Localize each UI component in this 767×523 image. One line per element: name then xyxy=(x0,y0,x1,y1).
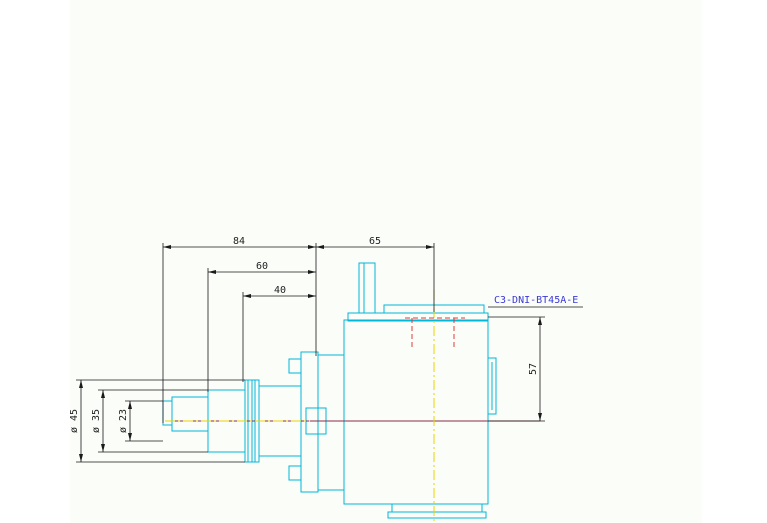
bolt-top xyxy=(288,358,302,374)
dim-d45-label: ø 45 xyxy=(70,409,80,433)
bolt-bottom xyxy=(288,465,302,481)
dim-57-label: 57 xyxy=(528,363,539,375)
mount-plate xyxy=(300,351,319,493)
part-number-label: C3-DNI-BT45A-E xyxy=(494,295,578,306)
dim-60-label: 60 xyxy=(256,261,268,272)
top-bracket xyxy=(358,262,376,314)
hidden-lines xyxy=(405,317,465,350)
housing-step xyxy=(317,354,345,491)
dim-40-label: 40 xyxy=(274,285,286,296)
dim-84-label: 84 xyxy=(233,236,245,247)
dim-d35-label: ø 35 xyxy=(91,409,102,433)
centerlines xyxy=(165,290,540,523)
dimension-lines xyxy=(76,243,583,463)
bottom-strip xyxy=(391,503,483,513)
dim-65-label: 65 xyxy=(369,236,381,247)
technical-drawing: 84 60 40 65 57 ø 45 ø 35 ø 23 C3-DNI-BT4… xyxy=(70,236,583,523)
dim-d23-label: ø 23 xyxy=(118,409,129,433)
small-shaft xyxy=(171,396,209,432)
main-housing xyxy=(343,319,489,505)
right-bump xyxy=(487,357,497,415)
drawing-canvas: 84 60 40 65 57 ø 45 ø 35 ø 23 C3-DNI-BT4… xyxy=(70,0,702,523)
bottom-base xyxy=(387,511,487,519)
arrowheads xyxy=(79,245,542,462)
part-outline xyxy=(162,262,497,519)
